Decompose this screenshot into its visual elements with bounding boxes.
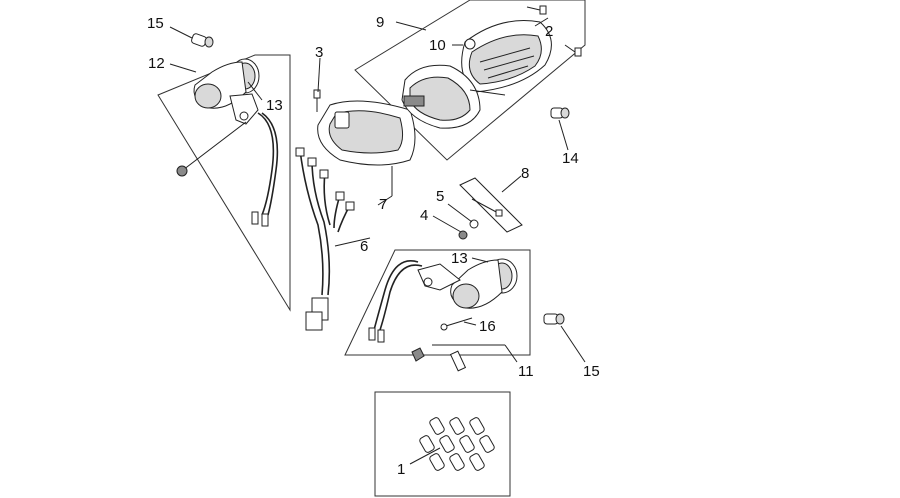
- callout-13-right: 13: [451, 250, 468, 267]
- callout-9: 9: [376, 14, 384, 31]
- callout-4: 4: [420, 207, 428, 224]
- bulb-right: [543, 313, 565, 325]
- callout-8: 8: [521, 165, 529, 182]
- screws-part-2: [526, 5, 582, 57]
- callout-13-left: 13: [266, 97, 283, 114]
- callout-6: 6: [360, 238, 368, 255]
- right-indicator-lamp: [368, 258, 518, 372]
- plate-bracket-part-8: [459, 177, 523, 233]
- left-indicator-lamp: [176, 58, 279, 227]
- callout-2: 2: [545, 23, 553, 40]
- frame-taillight-group: [354, 0, 586, 161]
- taillight-base: [401, 64, 506, 129]
- frame-connector-kit: [374, 391, 511, 497]
- callout-16: 16: [479, 318, 496, 335]
- callout-15-right: 15: [583, 363, 600, 380]
- taillight-lens-part-9: [461, 20, 552, 93]
- wiring-harness-part-6: [295, 147, 355, 331]
- nut-washer-parts-4-5: [458, 219, 479, 240]
- bulb-top-left: [191, 33, 214, 48]
- bulb-part-14: [550, 107, 570, 119]
- callout-12: 12: [148, 55, 165, 72]
- screw-part-3: [313, 89, 321, 112]
- leader-lines: [169, 17, 586, 465]
- callout-5: 5: [436, 188, 444, 205]
- callout-10: 10: [429, 37, 446, 54]
- frame-right-indicator-group: [344, 249, 531, 356]
- callout-1: 1: [397, 461, 405, 478]
- connector-kit-part-1: [419, 417, 495, 471]
- callout-3: 3: [315, 44, 323, 61]
- callout-11: 11: [518, 363, 534, 380]
- taillight-housing-part-7: [317, 100, 416, 166]
- callout-15-top: 15: [147, 15, 164, 32]
- callout-7: 7: [379, 196, 387, 213]
- callout-14: 14: [562, 150, 579, 167]
